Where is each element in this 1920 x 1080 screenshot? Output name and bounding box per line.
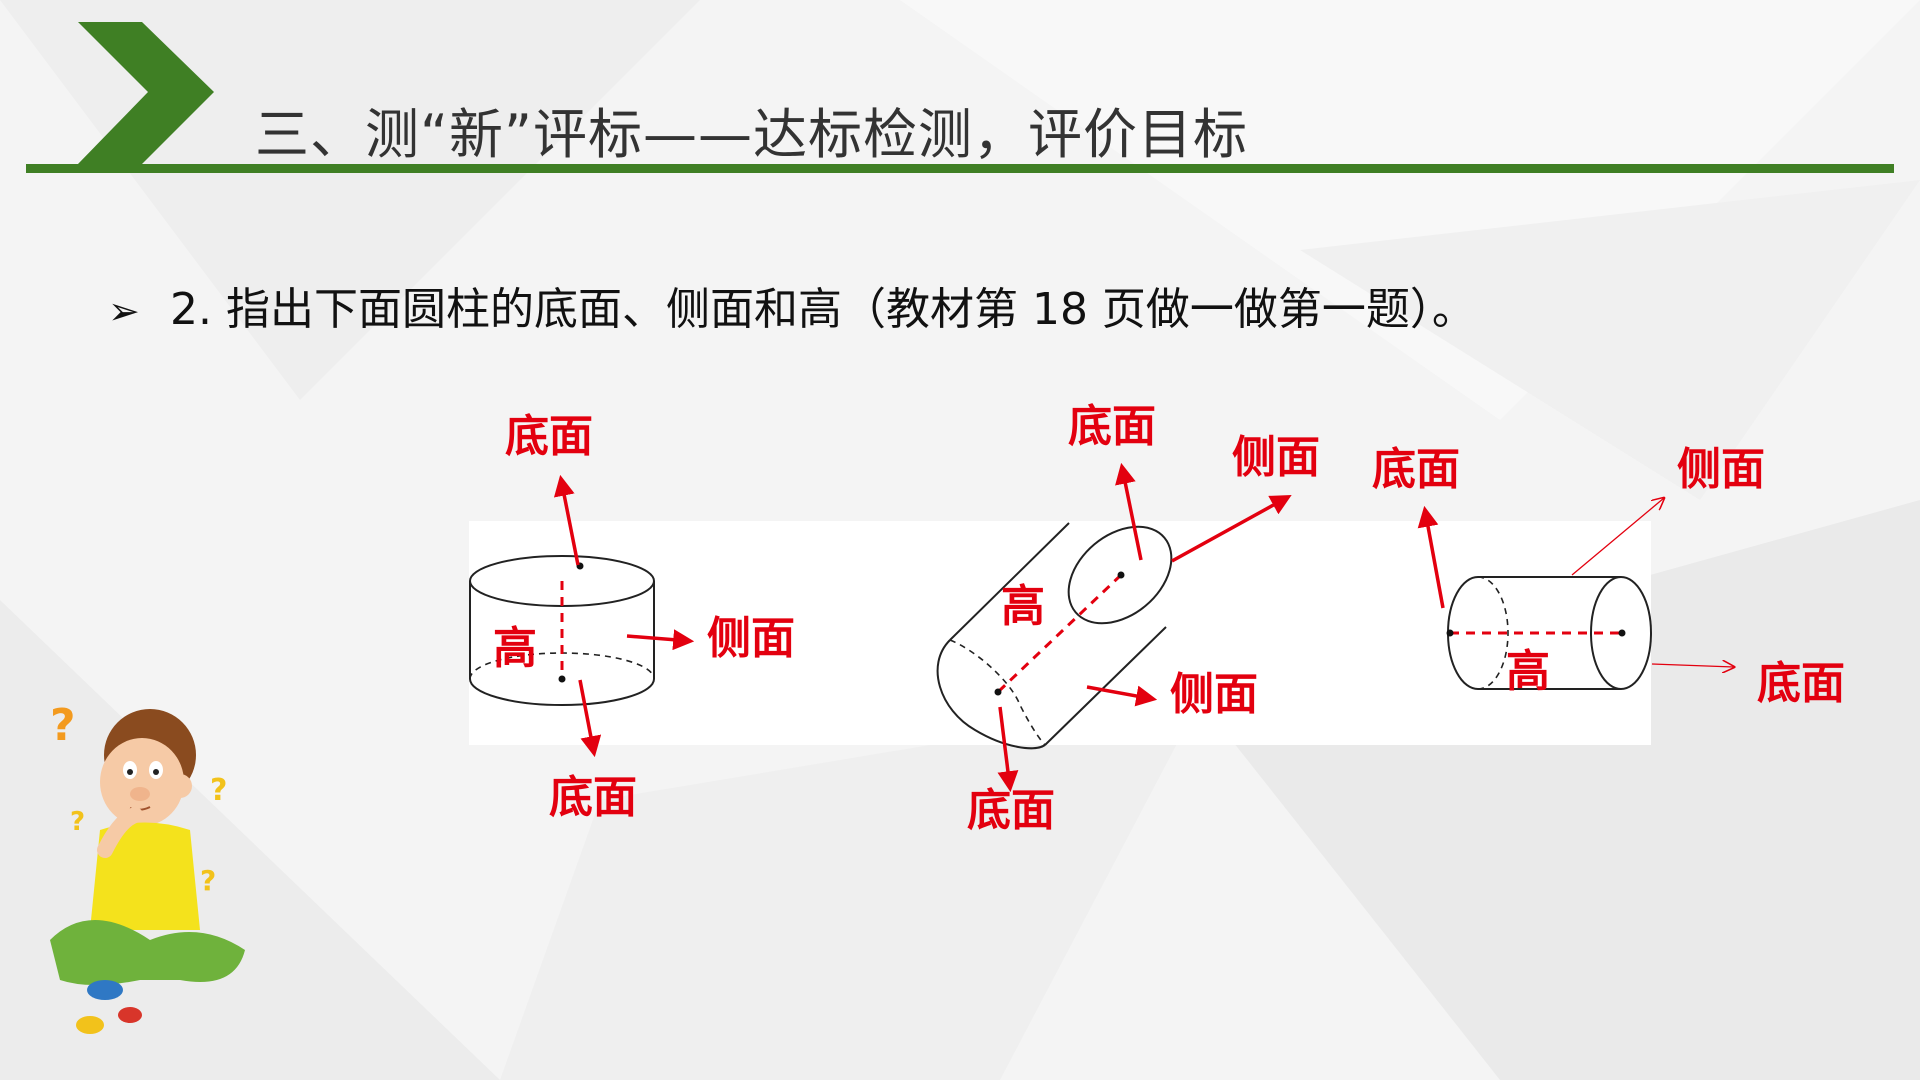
- cyl3-right-base-label: 底面: [1757, 658, 1845, 709]
- cyl2-side-upper-label: 侧面: [1232, 432, 1320, 483]
- svg-text:?: ?: [70, 807, 85, 837]
- cylinder-1: [469, 474, 695, 758]
- svg-text:?: ?: [200, 864, 216, 897]
- title-underline: [26, 164, 1894, 173]
- cyl1-side-label: 侧面: [707, 613, 795, 664]
- cyl2-top-base-label: 底面: [1068, 401, 1156, 452]
- cyl2-height-label: 高: [1001, 581, 1045, 632]
- cyl2-bottom-base-label: 底面: [967, 785, 1055, 836]
- cyl3-height-label: 高: [1506, 646, 1550, 697]
- cyl2-side-lower-label: 侧面: [1170, 669, 1258, 720]
- cyl1-height-label: 高: [493, 623, 537, 674]
- thinking-boy-illustration: ? ? ? ?: [50, 700, 245, 1034]
- page-title: 三、测“新”评标——达标检测，评价目标: [255, 103, 1248, 166]
- cylinder-3: [1417, 498, 1734, 690]
- question-text: 2. 指出下面圆柱的底面、侧面和高（教材第 18 页做一做第一题）。: [170, 284, 1476, 335]
- cyl1-top-base-label: 底面: [505, 411, 593, 462]
- cyl1-bottom-base-label: 底面: [549, 772, 637, 823]
- svg-text:?: ?: [210, 773, 227, 808]
- question-line: ➢ 2. 指出下面圆柱的底面、侧面和高（教材第 18 页做一做第一题）。: [108, 273, 1476, 337]
- cyl3-side-label: 侧面: [1677, 444, 1765, 495]
- arrow-bullet-icon: ➢: [108, 289, 140, 333]
- cylinder-2: [936, 462, 1292, 793]
- cyl3-left-base-label: 底面: [1372, 444, 1460, 495]
- svg-text:?: ?: [50, 700, 76, 751]
- chevron-right-icon: [78, 22, 214, 164]
